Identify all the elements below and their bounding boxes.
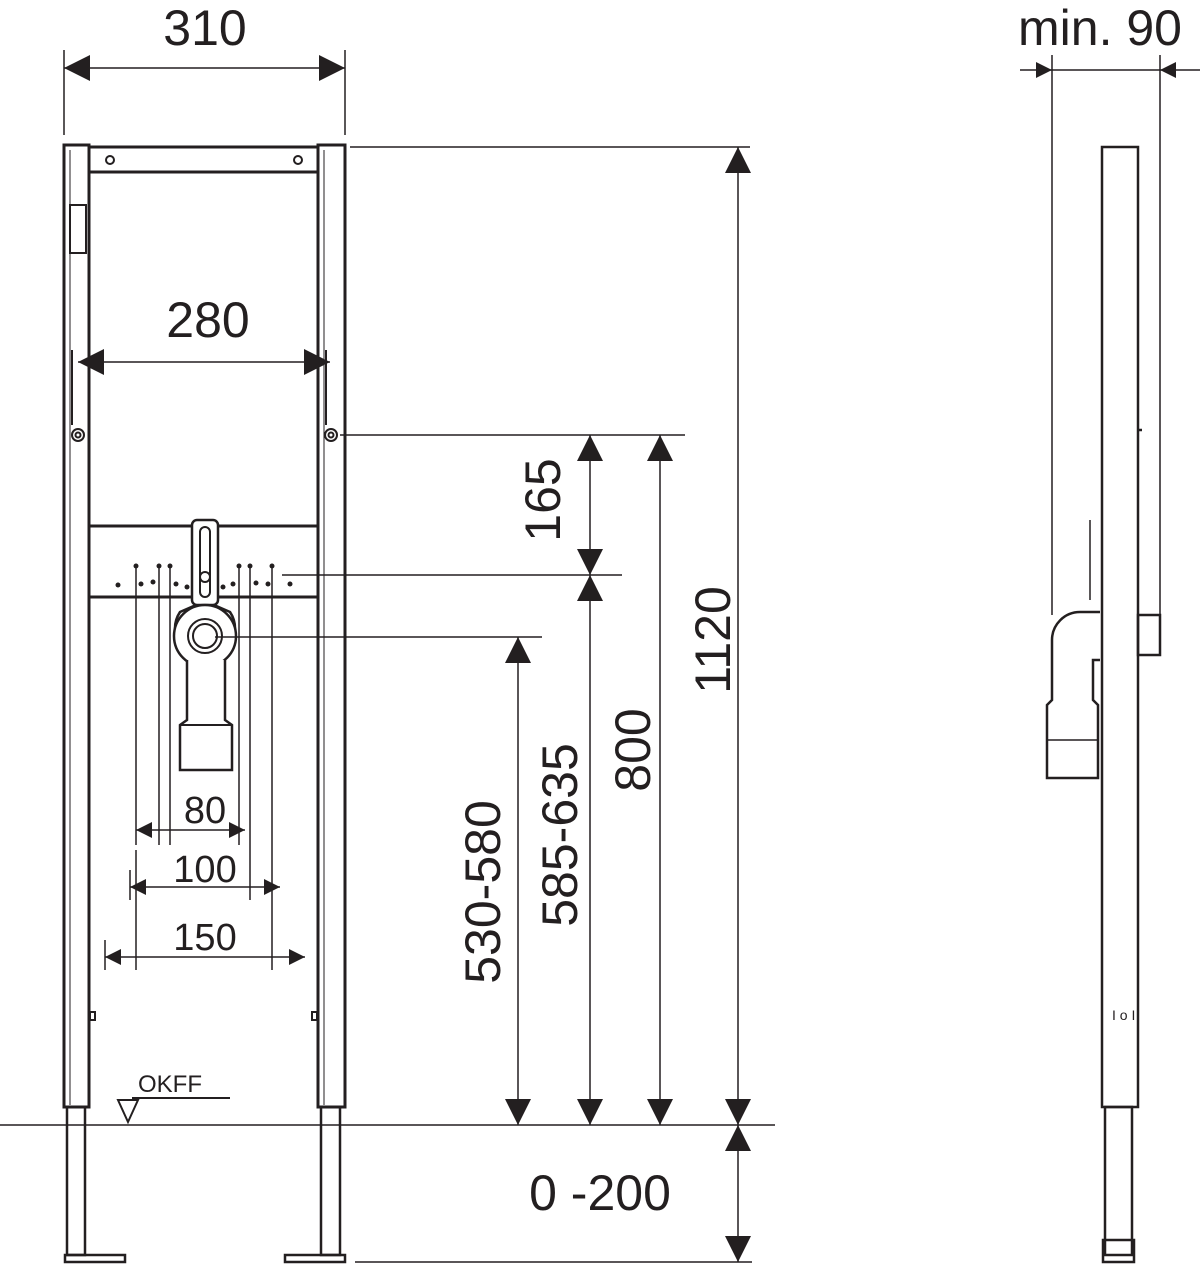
label-280: 280 xyxy=(166,292,249,348)
floor-level-symbol xyxy=(116,1097,230,1125)
label-1120: 1120 xyxy=(685,586,741,694)
extension-lines xyxy=(0,50,775,1263)
label-585-635: 585-635 xyxy=(532,743,588,927)
label-80: 80 xyxy=(184,790,226,832)
slide-bracket xyxy=(190,518,220,607)
side-column xyxy=(1100,145,1140,1109)
waste-connector xyxy=(172,603,238,669)
side-view: I o I xyxy=(1045,145,1162,1264)
label-530-580: 530-580 xyxy=(455,800,511,984)
label-min-90: min. 90 xyxy=(1018,0,1182,56)
label-150: 150 xyxy=(173,917,236,959)
svg-text:I o I: I o I xyxy=(1112,1007,1135,1023)
waste-pipe xyxy=(178,660,234,772)
side-bracket xyxy=(1136,613,1162,657)
label-310: 310 xyxy=(163,0,246,56)
right-post xyxy=(316,143,347,1109)
label-165: 165 xyxy=(515,458,571,541)
top-plate xyxy=(87,145,320,174)
right-foot xyxy=(283,1253,347,1264)
label-800: 800 xyxy=(605,708,661,791)
label-okff: OKFF xyxy=(138,1071,202,1098)
left-post xyxy=(62,143,91,1109)
dimension-lines xyxy=(64,55,751,1262)
label-0-200: 0 -200 xyxy=(529,1165,671,1221)
label-100: 100 xyxy=(173,849,236,891)
right-leg xyxy=(319,1105,342,1257)
front-frame xyxy=(62,143,347,1264)
left-leg xyxy=(65,1105,87,1257)
left-foot xyxy=(63,1253,127,1264)
